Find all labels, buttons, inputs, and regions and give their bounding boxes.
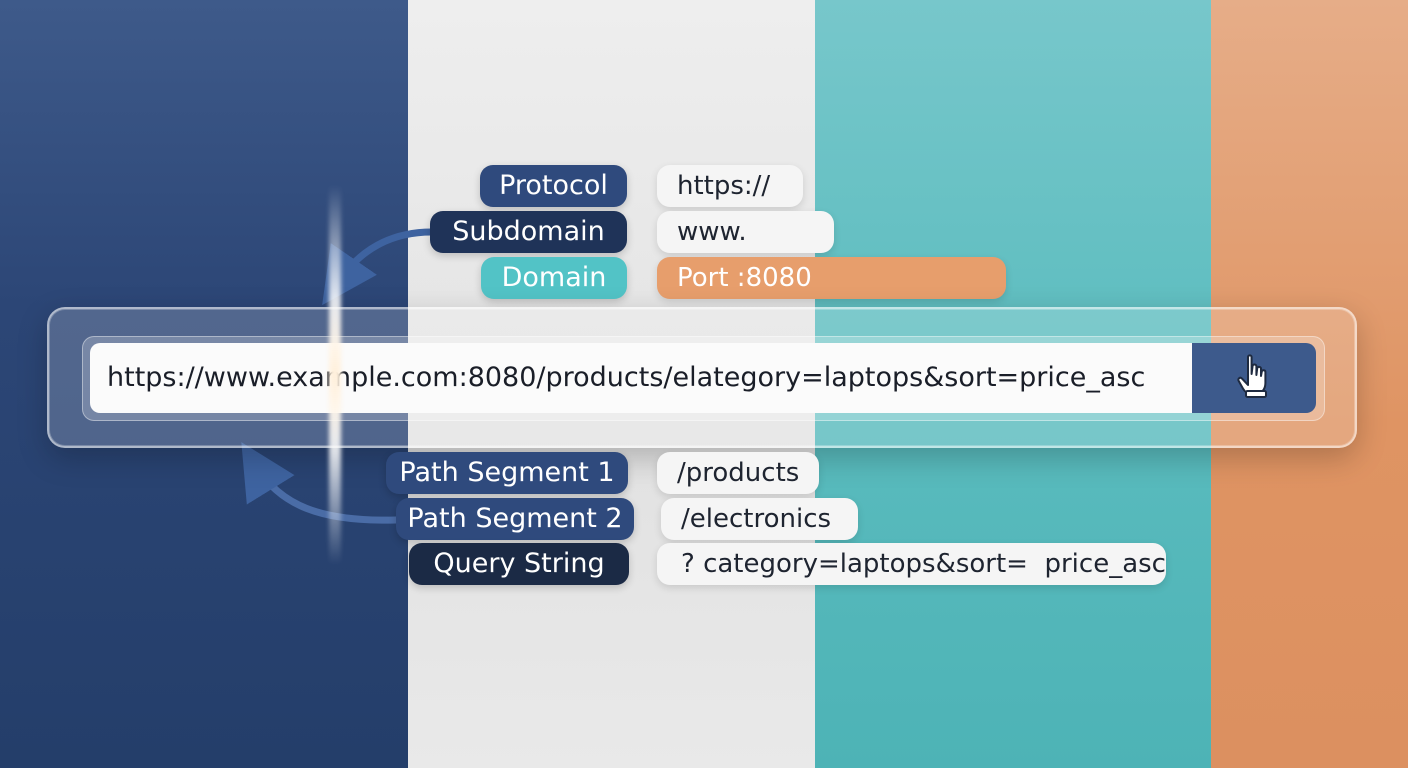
pointer-hand-icon bbox=[1234, 353, 1274, 403]
arrow-upper bbox=[322, 228, 436, 306]
go-button[interactable] bbox=[1192, 343, 1316, 413]
light-glow-line bbox=[329, 185, 341, 565]
value-protocol: https:// bbox=[657, 165, 803, 207]
url-input[interactable]: https://www.example.com:8080/products/el… bbox=[90, 343, 1192, 413]
label-subdomain: Subdomain bbox=[430, 211, 627, 253]
value-path-segment-1: /products bbox=[657, 452, 819, 494]
arrow-lower bbox=[241, 442, 400, 524]
value-port: Port :8080 bbox=[657, 257, 1006, 299]
value-query-string: ? category=laptops&sort= price_asc bbox=[657, 543, 1166, 585]
label-path-segment-1: Path Segment 1 bbox=[386, 452, 628, 494]
label-path-segment-2: Path Segment 2 bbox=[396, 498, 634, 540]
value-path-segment-2: /electronics bbox=[661, 498, 858, 540]
label-query-string: Query String bbox=[409, 543, 629, 585]
label-protocol: Protocol bbox=[480, 165, 627, 207]
label-domain: Domain bbox=[481, 257, 627, 299]
value-subdomain: www. bbox=[657, 211, 834, 253]
